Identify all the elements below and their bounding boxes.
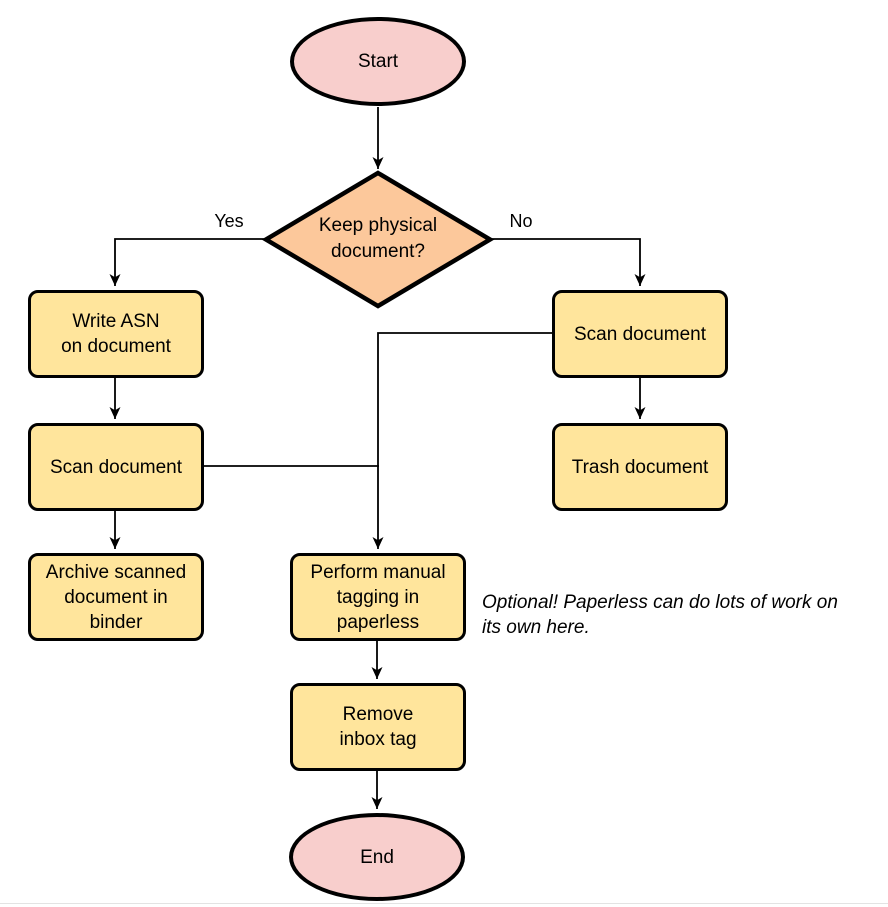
- node-end-label: End: [360, 846, 394, 868]
- node-write-asn: Write ASN on document: [28, 290, 204, 378]
- edge-decision-no-to-scan-right: [491, 238, 646, 286]
- annotation-optional-note: Optional! Paperless can do lots of work …: [482, 592, 838, 638]
- node-manual-tagging-label: Perform manual tagging in paperless: [310, 561, 446, 633]
- node-archive-binder: Archive scanned document in binder: [28, 553, 204, 641]
- node-trash-document-label: Trash document: [571, 456, 709, 478]
- node-scan-document-right: Scan document: [552, 290, 728, 378]
- node-manual-tagging: Perform manual tagging in paperless: [290, 553, 466, 641]
- node-write-asn-label: Write ASN on document: [61, 311, 171, 357]
- node-remove-inbox-tag-label: Remove inbox tag: [339, 704, 417, 750]
- edge-decision-yes-to-write-asn: [109, 238, 265, 286]
- edge-scan-right-to-tagging: [372, 332, 552, 549]
- bottom-divider: [0, 903, 888, 904]
- edge-label-no: No: [509, 211, 533, 231]
- node-scan-document-left: Scan document: [28, 423, 204, 511]
- node-end: End: [289, 813, 465, 901]
- node-start-label: Start: [357, 51, 399, 72]
- node-archive-binder-label: Archive scanned document in binder: [45, 561, 187, 633]
- node-scan-document-right-label: Scan document: [573, 323, 707, 345]
- node-scan-document-left-label: Scan document: [49, 456, 183, 478]
- node-decision-label: Keep physical document?: [318, 215, 438, 262]
- node-start: Start: [290, 17, 466, 106]
- node-trash-document: Trash document: [552, 423, 728, 511]
- node-remove-inbox-tag: Remove inbox tag: [290, 683, 466, 771]
- edge-label-yes: Yes: [214, 211, 244, 231]
- decision-diamond-shape: [261, 170, 495, 309]
